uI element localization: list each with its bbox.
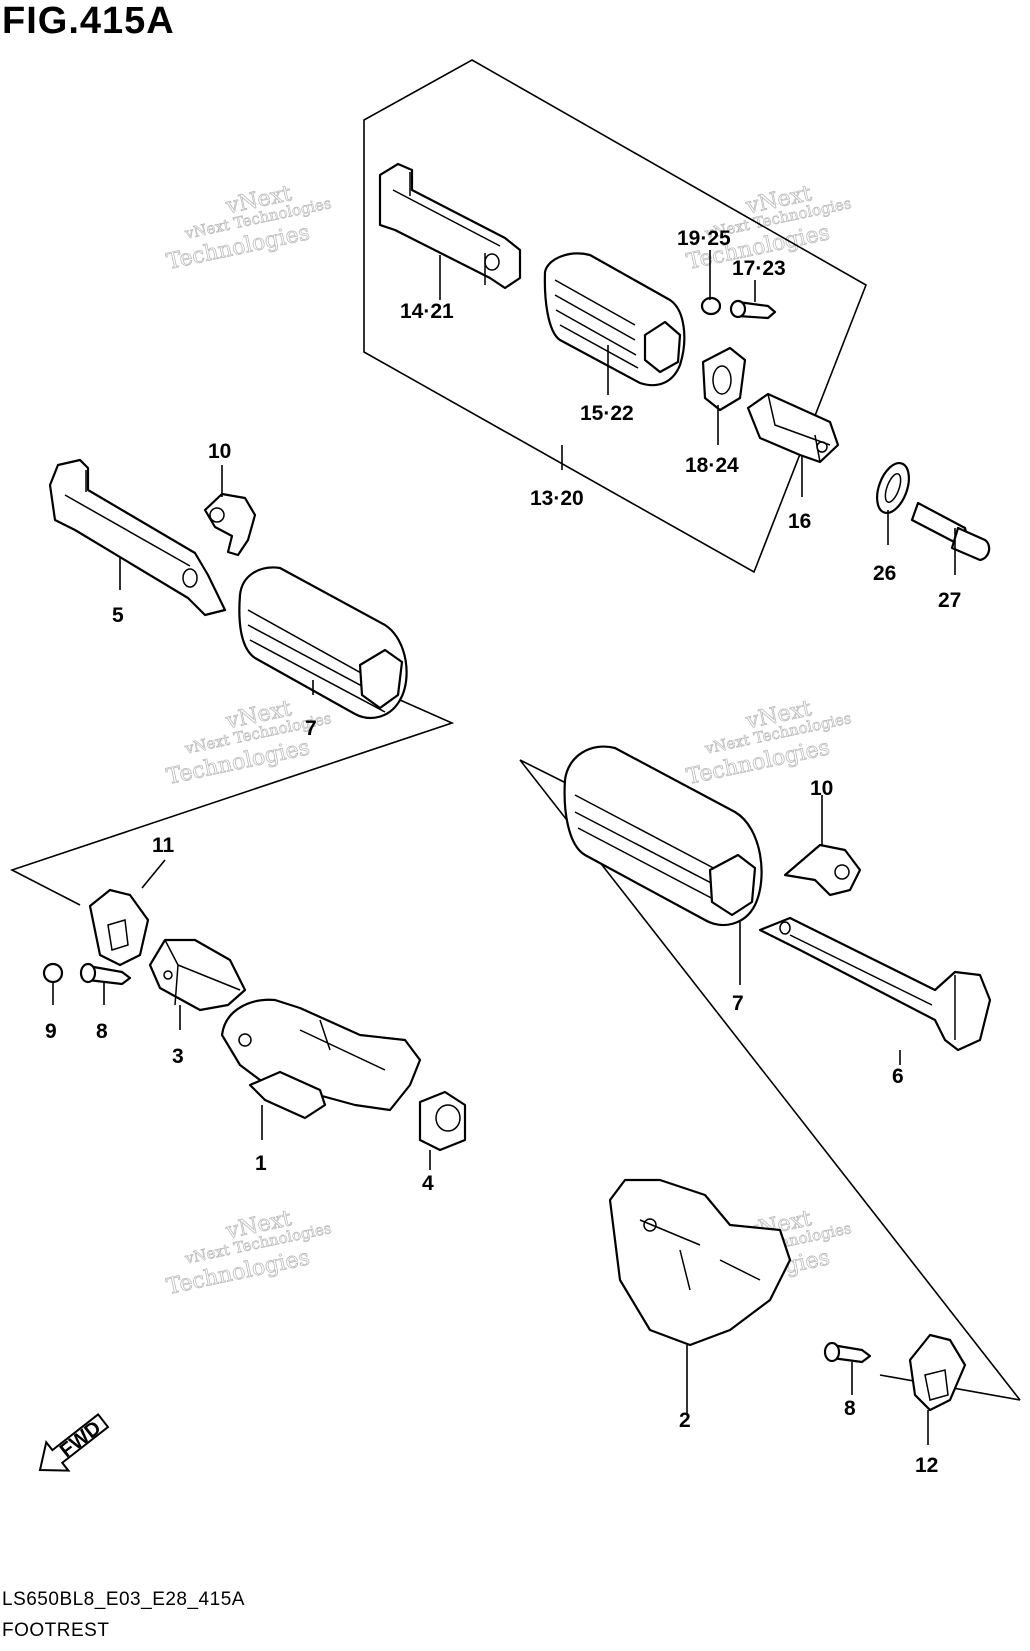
part-clamp-10-right (783, 843, 862, 897)
callout-leaders (52, 250, 956, 1445)
watermark-1: vNext Technologies vNext Technologies (164, 181, 333, 276)
callout-17-23: 17·23 (732, 257, 786, 280)
watermark-group: vNext Technologies vNext Technologies vN… (164, 181, 853, 1301)
part-footpeg-rubber-7-left (238, 566, 408, 719)
callout-labels: 14·21 15·22 13·20 19·25 17·23 18·24 16 2… (45, 227, 961, 1477)
part-bracket-block-16 (746, 392, 840, 464)
callout-3: 3 (172, 1045, 184, 1068)
part-washer-26 (876, 462, 910, 514)
callout-13-20: 13·20 (530, 487, 584, 510)
figure-title: FIG.415A (2, 0, 175, 42)
callout-15-22: 15·22 (580, 402, 634, 425)
callout-7-left: 7 (305, 717, 317, 740)
callout-18-24: 18·24 (685, 454, 739, 477)
callout-4: 4 (422, 1172, 434, 1195)
watermark-5: vNext Technologies vNext Technologies (164, 1206, 333, 1301)
callout-8-left: 8 (96, 1020, 108, 1043)
part-footrest-arm-5 (48, 458, 227, 617)
callout-11: 11 (152, 834, 175, 857)
part-clamp-10-upper (203, 492, 257, 557)
part-bracket-block-3 (148, 938, 247, 1012)
callout-10-right: 10 (810, 777, 833, 800)
part-footrest-bracket-14-21 (378, 162, 522, 290)
part-bolt-17-23 (729, 299, 777, 320)
callout-27: 27 (938, 589, 961, 612)
callout-26: 26 (873, 562, 896, 585)
callout-7-right: 7 (732, 992, 744, 1015)
part-bracket-2 (608, 1178, 792, 1347)
callout-2: 2 (679, 1409, 691, 1432)
part-footpeg-rubber-7-right (563, 745, 763, 927)
part-cover-12 (908, 1333, 967, 1412)
part-collar-4 (418, 1090, 467, 1152)
part-cover-11 (88, 888, 150, 967)
assembly-box-outline (363, 59, 867, 574)
callout-10-upper: 10 (208, 440, 231, 463)
part-footrest-arm-6 (758, 916, 992, 1052)
callout-14-21: 14·21 (400, 300, 454, 323)
callout-8-right: 8 (844, 1397, 856, 1420)
callout-6: 6 (892, 1065, 904, 1088)
part-pin-19-25 (700, 296, 722, 316)
fwd-arrow-icon: FWD (38, 1413, 110, 1472)
part-pin-9 (42, 962, 64, 984)
callout-1: 1 (255, 1152, 267, 1175)
assembly-leader-left (9, 699, 455, 906)
callout-12: 12 (915, 1454, 938, 1477)
part-bolt-27 (910, 501, 991, 562)
part-footpeg-rubber-15-22 (543, 252, 686, 387)
callout-9: 9 (45, 1020, 57, 1043)
callout-19-25: 19·25 (677, 227, 731, 250)
part-bolt-8-right (823, 1341, 872, 1364)
part-bolt-8-left (79, 962, 132, 986)
watermark-4: vNext Technologies vNext Technologies (684, 696, 853, 791)
section-name: FOOTREST (2, 1620, 110, 1641)
part-washer-plate-18-24 (701, 346, 747, 412)
callout-5: 5 (112, 604, 124, 627)
part-main-bracket-1 (220, 998, 422, 1120)
callout-16: 16 (788, 510, 811, 533)
model-code: LS650BL8_E03_E28_415A (2, 1589, 245, 1610)
